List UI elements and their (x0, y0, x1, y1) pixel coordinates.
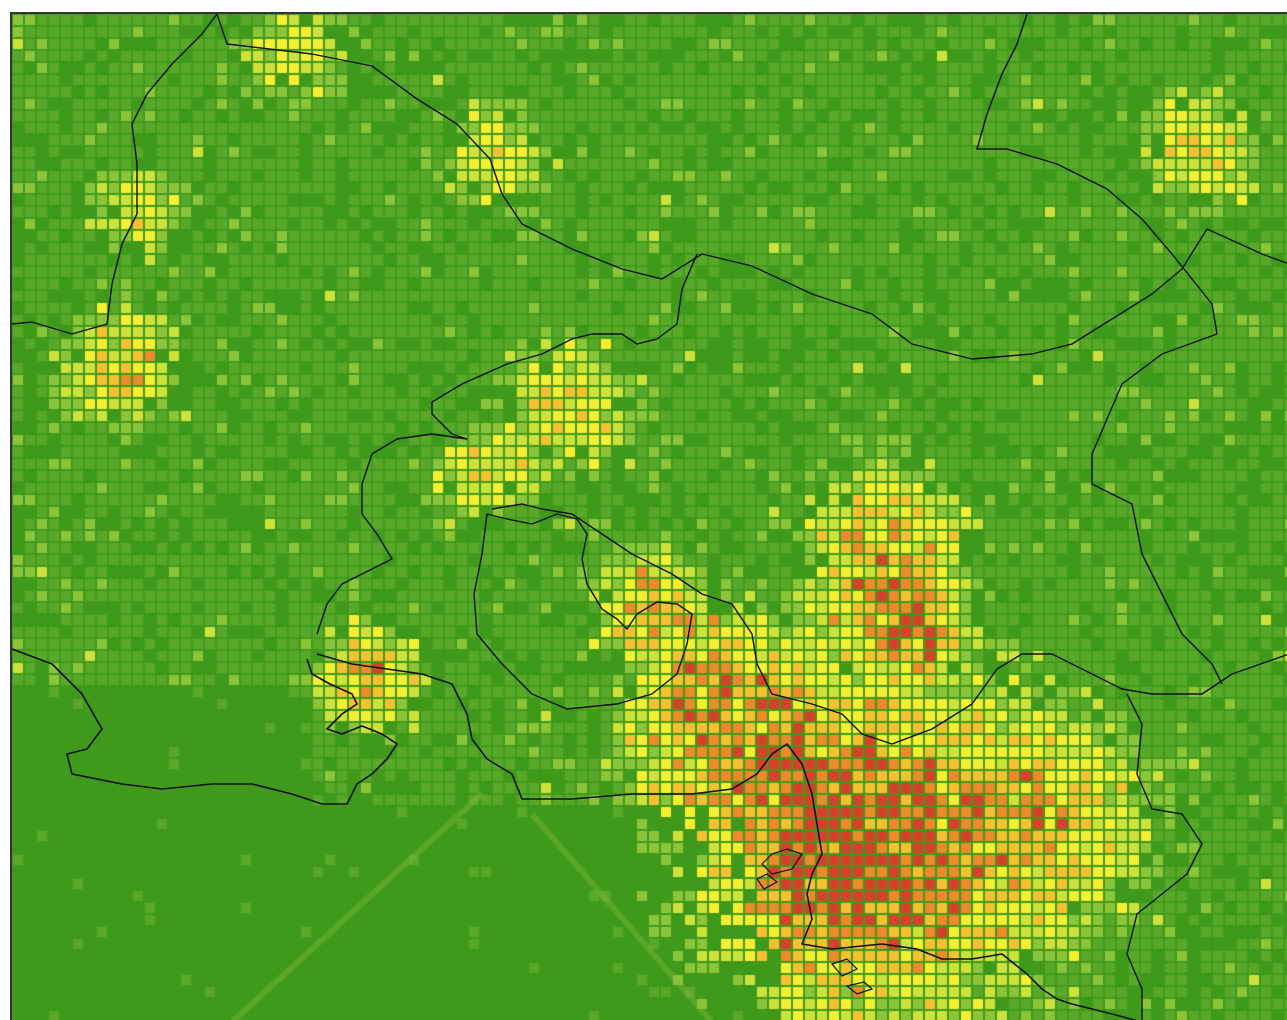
coastline-west-peninsula (12, 648, 398, 805)
map-frame (10, 12, 1287, 1020)
coastline-south (316, 653, 1138, 1020)
border-west (12, 14, 218, 335)
border-north-west (216, 14, 1287, 360)
border-southeast (1126, 693, 1203, 1020)
border-east (1091, 253, 1223, 685)
emissions-grid (12, 14, 1287, 1020)
borders-layer (12, 14, 1287, 1020)
island-2 (756, 873, 779, 890)
border-inner-loop (473, 513, 693, 710)
island-3 (830, 958, 859, 977)
island-1 (761, 848, 803, 875)
border-central (316, 253, 698, 635)
island-4 (845, 981, 874, 995)
border-north-east (976, 14, 1173, 255)
border-central-east (491, 503, 1287, 745)
